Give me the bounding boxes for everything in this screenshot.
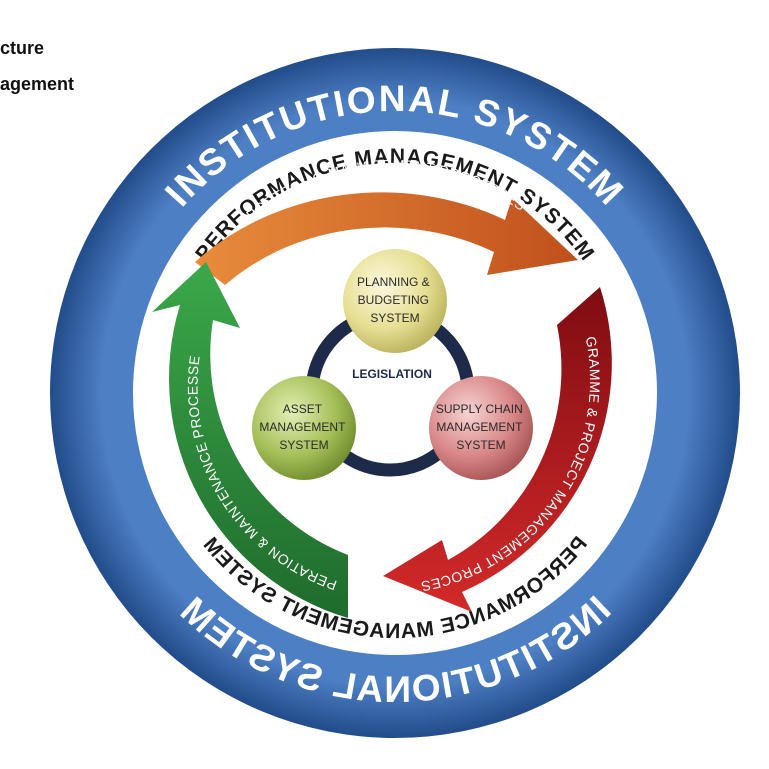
corner-text-line2: agement [0, 74, 75, 94]
planning-budgeting-sphere [343, 249, 447, 353]
programme-process-arrow [383, 287, 612, 612]
supply-sphere-text: SUPPLY CHAIN MANAGEMENT SYSTEM [436, 402, 526, 452]
center-ring-label: LEGISLATION [352, 367, 432, 381]
operation-process-arrow [152, 262, 348, 618]
asset-management-sphere [252, 376, 356, 480]
portfolio-process-arrow [195, 192, 578, 285]
planning-sphere-text: PLANNING & BUDGETING SYSTEM [357, 275, 433, 325]
asset-sphere-text: ASSET MANAGEMENT SYSTEM [259, 402, 348, 452]
supply-chain-sphere [429, 376, 533, 480]
corner-text-line1: cture [0, 38, 45, 58]
